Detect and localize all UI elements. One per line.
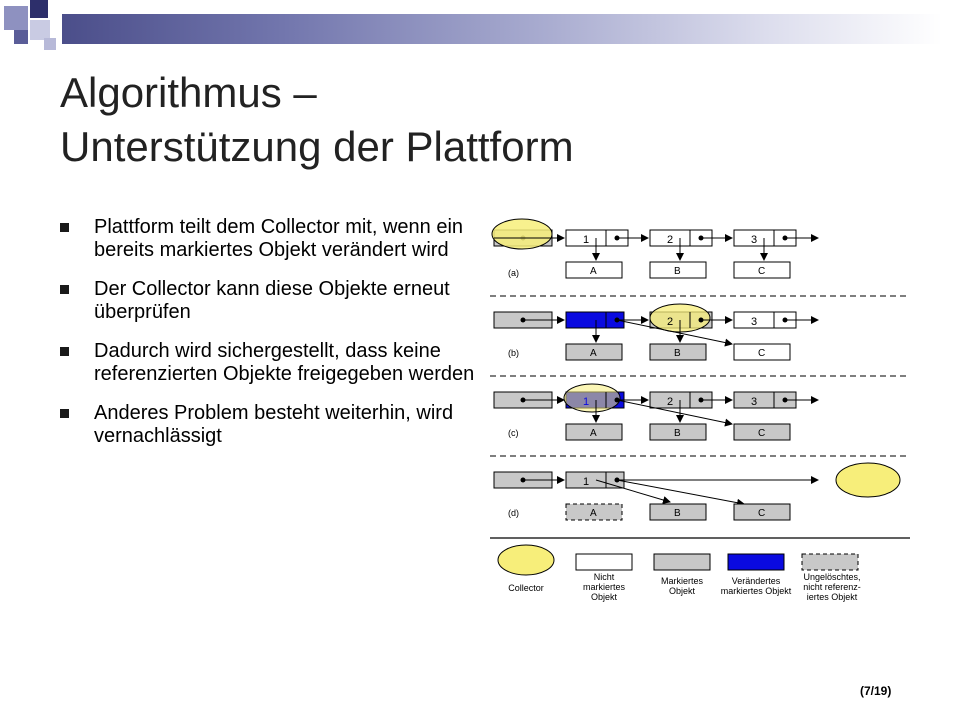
bullet-item: Anderes Problem besteht weiterhin, wird … [60, 402, 480, 448]
cell-label: 2 [667, 234, 673, 246]
legend-changed-box [727, 553, 785, 571]
row-label: (c) [508, 428, 519, 438]
cell-label: 2 [667, 396, 673, 408]
object-label: A [590, 348, 597, 359]
bullet-text: Dadurch wird sichergestellt, dass keine … [94, 340, 475, 385]
cell-label: 3 [751, 234, 757, 246]
legend-label: Collector [508, 583, 544, 593]
cell-label: 1 [583, 234, 589, 246]
object-box-marked [649, 503, 707, 521]
collector-cloud [491, 218, 553, 250]
row-label: (a) [508, 268, 519, 278]
object-label: B [674, 428, 681, 439]
cell-label: 2 [667, 316, 673, 328]
legend-marked-box [653, 553, 711, 571]
cell-label: 3 [751, 396, 757, 408]
bullet-item: Plattform teilt dem Collector mit, wenn … [60, 216, 480, 262]
deco-square [4, 6, 28, 30]
title-line-1: Algorithmus – [60, 69, 317, 116]
row-label: (b) [508, 348, 519, 358]
row-b: 1 2 3 (b) A B C [493, 303, 819, 361]
object-box-marked [565, 423, 623, 441]
bullet-text: Der Collector kann diese Objekte erneut … [94, 278, 450, 323]
row-a: 1 2 3 (a) A B C [491, 218, 819, 279]
object-box [565, 261, 623, 279]
bullet-item: Dadurch wird sichergestellt, dass keine … [60, 340, 480, 386]
object-label: C [758, 428, 765, 439]
mark-sweep-diagram: 1 2 3 (a) A B C 1 [490, 218, 910, 602]
bullet-square-icon [60, 223, 69, 232]
deco-square [44, 38, 56, 50]
object-box-unreferenced [565, 503, 623, 521]
object-label: B [674, 266, 681, 277]
bullet-square-icon [60, 409, 69, 418]
object-label: C [758, 266, 765, 277]
object-box-marked [565, 343, 623, 361]
bullet-list: Plattform teilt dem Collector mit, wenn … [60, 216, 480, 464]
legend-unreferenced-box [801, 553, 859, 571]
object-box-marked [733, 423, 791, 441]
legend-label: Ungelöschtes,nicht referenz-iertes Objek… [803, 572, 861, 602]
row-d: 1 (d) A B C [493, 462, 901, 521]
legend-unmarked-box [575, 553, 633, 571]
deco-square [30, 20, 50, 40]
object-box-marked [733, 503, 791, 521]
object-box-marked [649, 343, 707, 361]
bullet-text: Plattform teilt dem Collector mit, wenn … [94, 216, 464, 261]
cell-label: 1 [583, 476, 589, 488]
page-number: (7/19) [860, 684, 892, 698]
cell-label: 1 [583, 316, 589, 328]
bullet-square-icon [60, 347, 69, 356]
cell-label: 1 [583, 396, 589, 408]
object-label: B [674, 508, 681, 519]
object-label: A [590, 266, 597, 277]
title-line-2: Unterstützung der Plattform [60, 123, 574, 170]
object-label: C [758, 348, 765, 359]
title-bar-gradient [62, 14, 942, 44]
row-label: (d) [508, 508, 519, 518]
row-c: 1 2 3 (c) A B C [493, 383, 819, 441]
object-label: B [674, 348, 681, 359]
deco-square [14, 30, 28, 44]
bullet-item: Der Collector kann diese Objekte erneut … [60, 278, 480, 324]
collector-cloud [563, 383, 621, 413]
bullet-square-icon [60, 285, 69, 294]
object-box [649, 261, 707, 279]
collector-cloud [835, 462, 901, 498]
bullet-text: Anderes Problem besteht weiterhin, wird … [94, 402, 454, 447]
legend-collector-cloud [497, 544, 555, 576]
object-label: C [758, 508, 765, 519]
cell-label: 3 [751, 316, 757, 328]
deco-square [30, 0, 48, 18]
object-box-marked [649, 423, 707, 441]
object-label: A [590, 428, 597, 439]
object-box [733, 343, 791, 361]
object-label: A [590, 508, 597, 519]
slide-title: Algorithmus – Unterstützung der Plattfor… [60, 66, 920, 174]
object-box [733, 261, 791, 279]
